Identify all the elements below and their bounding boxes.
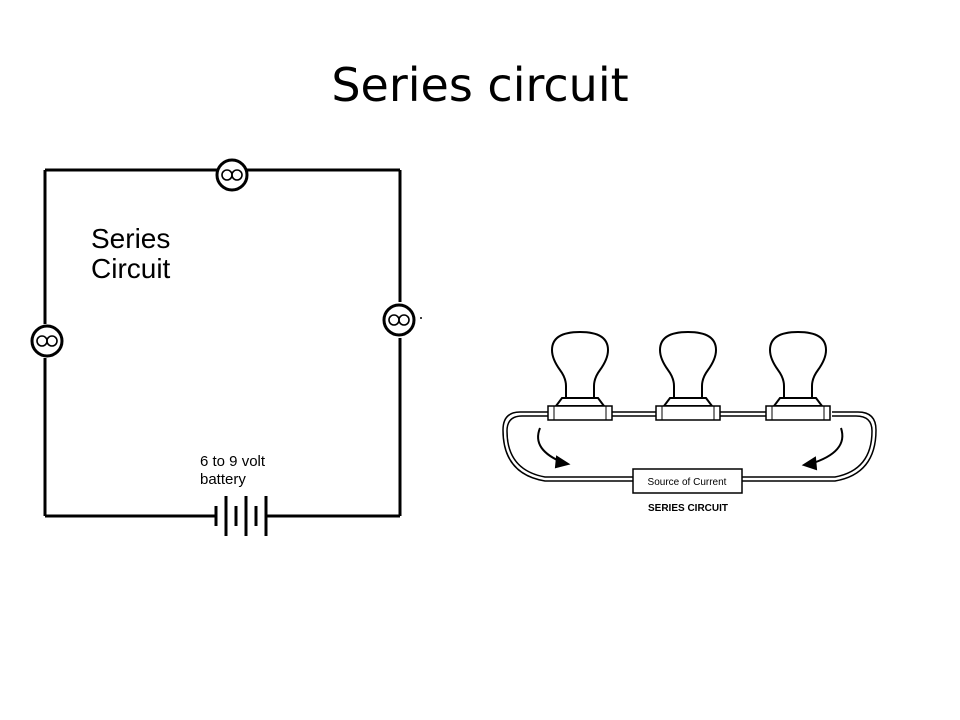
series-circuit-caption: SERIES CIRCUIT bbox=[648, 503, 728, 514]
battery-label-line2: battery bbox=[200, 471, 246, 488]
circuit-wires bbox=[43, 168, 402, 518]
bulb-symbol-left bbox=[30, 324, 64, 358]
current-arrow-right bbox=[801, 427, 844, 471]
circuit-label-line1: Series bbox=[91, 223, 170, 254]
current-arrow-left bbox=[537, 427, 571, 469]
bulb-symbol-right bbox=[382, 303, 422, 337]
lightbulb-1 bbox=[547, 330, 613, 421]
battery-symbol bbox=[214, 496, 268, 536]
loop-wire bbox=[502, 411, 877, 482]
circuit-label-line2: Circuit bbox=[91, 253, 171, 284]
slide-title: Series circuit bbox=[331, 58, 629, 112]
source-of-current-label: Source of Current bbox=[648, 477, 727, 488]
battery-label-line1: 6 to 9 volt bbox=[200, 453, 266, 470]
lightbulb-3 bbox=[765, 330, 831, 421]
bulb-symbol-top bbox=[215, 158, 249, 192]
lightbulb-2 bbox=[655, 330, 721, 421]
source-of-current-box bbox=[632, 468, 743, 494]
